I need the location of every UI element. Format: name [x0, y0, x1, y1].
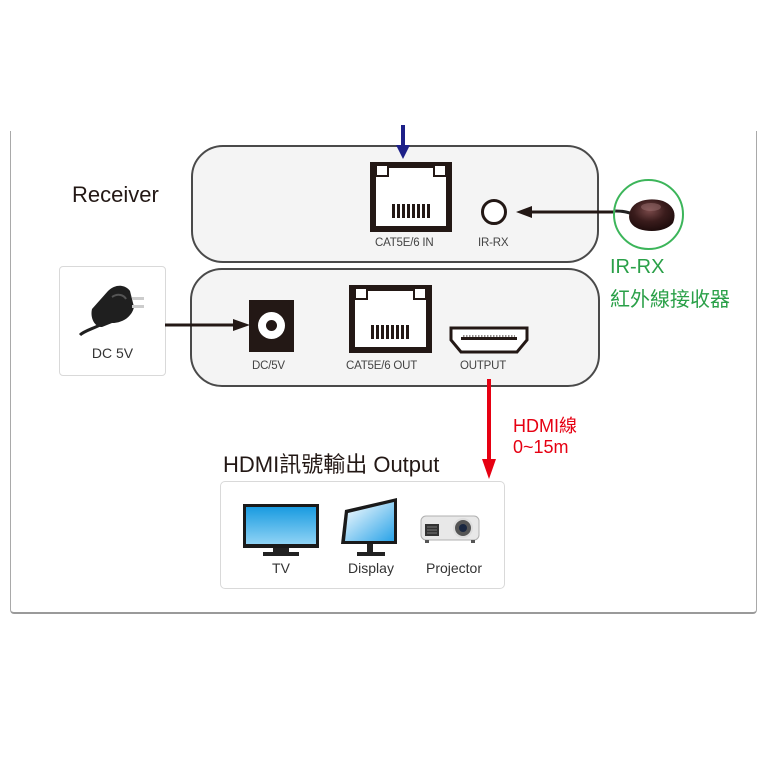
power-adapter-label: DC 5V — [91, 345, 134, 361]
ir-sensor-label-zh: 紅外線接收器 — [610, 289, 730, 311]
ir-sensor-image — [613, 179, 684, 250]
port-label-cat-in: CAT5E/6 IN — [375, 237, 434, 249]
ir-arrow — [516, 206, 616, 218]
device-label-tv: TV — [272, 560, 290, 576]
power-arrow — [165, 319, 250, 331]
ir-sensor-label: IR-RX — [610, 256, 665, 278]
power-adapter-icon — [78, 285, 144, 337]
input-arrow — [396, 125, 410, 159]
port-label-cat-out: CAT5E/6 OUT — [346, 360, 418, 372]
hdmi-cable-label: HDMI線 — [513, 416, 577, 436]
rj45-in-port — [370, 162, 452, 232]
hdmi-output-port — [449, 326, 529, 354]
ir-sensor-icon — [615, 199, 675, 231]
tv-icon — [243, 504, 319, 556]
device-label-projector: Projector — [425, 560, 483, 576]
diagram-frame — [10, 131, 757, 614]
dc-power-jack — [249, 300, 294, 352]
power-adapter-card: DC 5V — [59, 266, 166, 376]
receiver-title: Receiver — [72, 182, 159, 207]
output-devices-card: TV Display Projector — [220, 481, 505, 589]
port-label-output: OUTPUT — [460, 360, 507, 372]
ir-rx-jack — [481, 199, 507, 225]
device-label-display: Display — [348, 560, 394, 576]
projector-icon — [420, 515, 480, 543]
output-section-title: HDMI訊號輸出 Output — [223, 452, 440, 477]
hdmi-cable-length: 0~15m — [513, 437, 569, 457]
port-label-dc: DC/5V — [252, 360, 285, 372]
rj45-out-port — [349, 285, 432, 353]
monitor-icon — [341, 498, 397, 556]
hdmi-cable-arrow — [482, 379, 496, 479]
port-label-ir-rx: IR-RX — [478, 237, 509, 249]
